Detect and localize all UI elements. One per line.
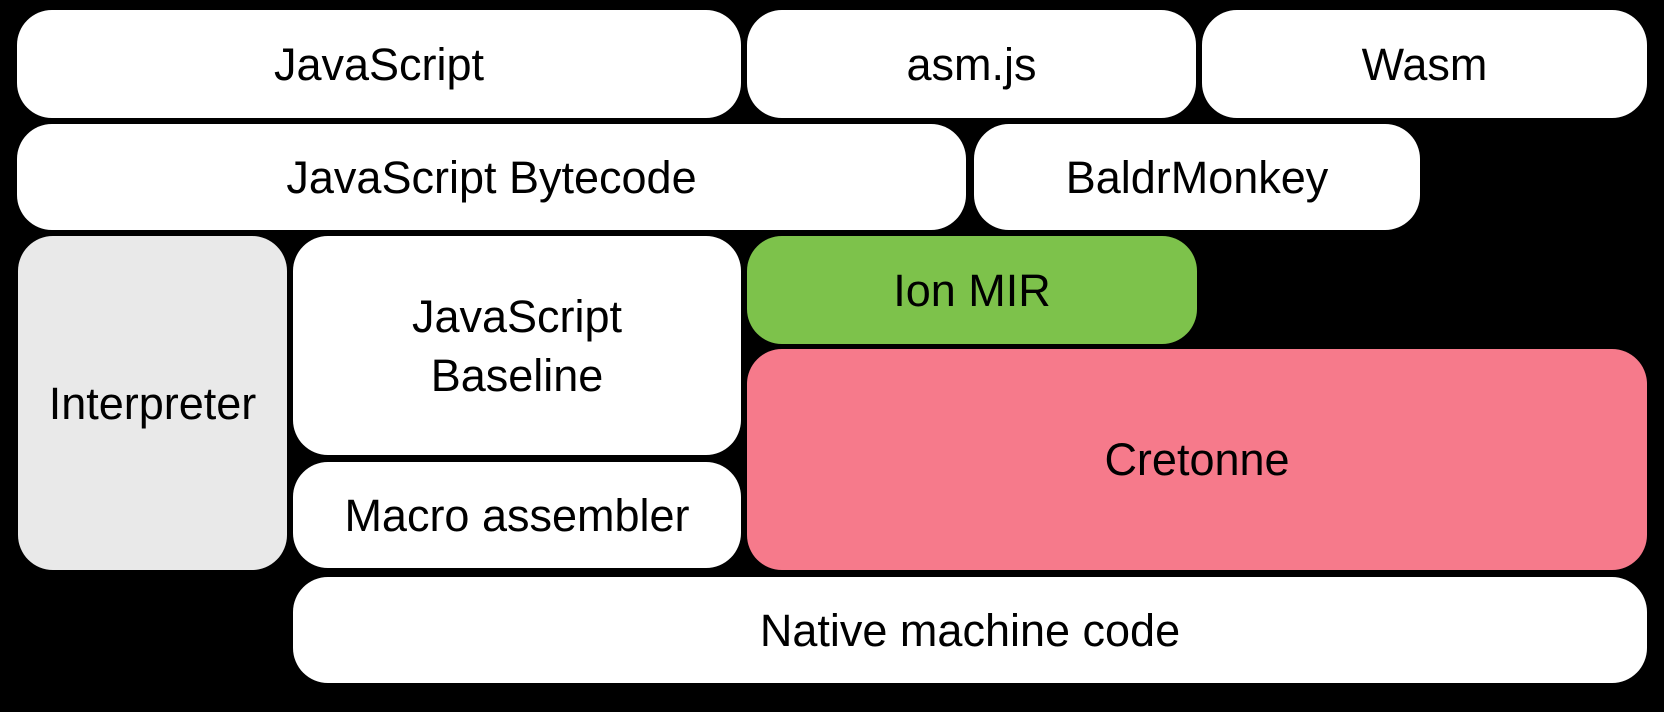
asmjs-label: asm.js [906,38,1037,90]
javascript-label: JavaScript [273,38,485,90]
box-javascript: JavaScript [17,10,741,118]
box-javascript-baseline: JavaScript Baseline [293,236,741,455]
javascript-bytecode-label: JavaScript Bytecode [286,151,697,203]
wasm-label: Wasm [1361,38,1488,90]
interpreter-label: Interpreter [48,377,257,429]
box-interpreter: Interpreter [18,236,287,570]
box-ion-mir: Ion MIR [747,236,1197,344]
box-cretonne: Cretonne [747,349,1647,570]
box-wasm: Wasm [1202,10,1647,118]
box-baldrmonkey: BaldrMonkey [974,124,1420,230]
box-native-machine-code: Native machine code [293,577,1647,683]
cretonne-label: Cretonne [1104,434,1290,485]
box-macro-assembler: Macro assembler [293,462,741,568]
baldrmonkey-label: BaldrMonkey [1065,151,1329,203]
macro-assembler-label: Macro assembler [344,489,690,541]
native-machine-code-label: Native machine code [759,604,1181,656]
ion-mir-label: Ion MIR [893,264,1051,316]
javascript-baseline-label: JavaScript Baseline [411,290,623,401]
box-javascript-bytecode: JavaScript Bytecode [17,124,966,230]
box-asmjs: asm.js [747,10,1196,118]
